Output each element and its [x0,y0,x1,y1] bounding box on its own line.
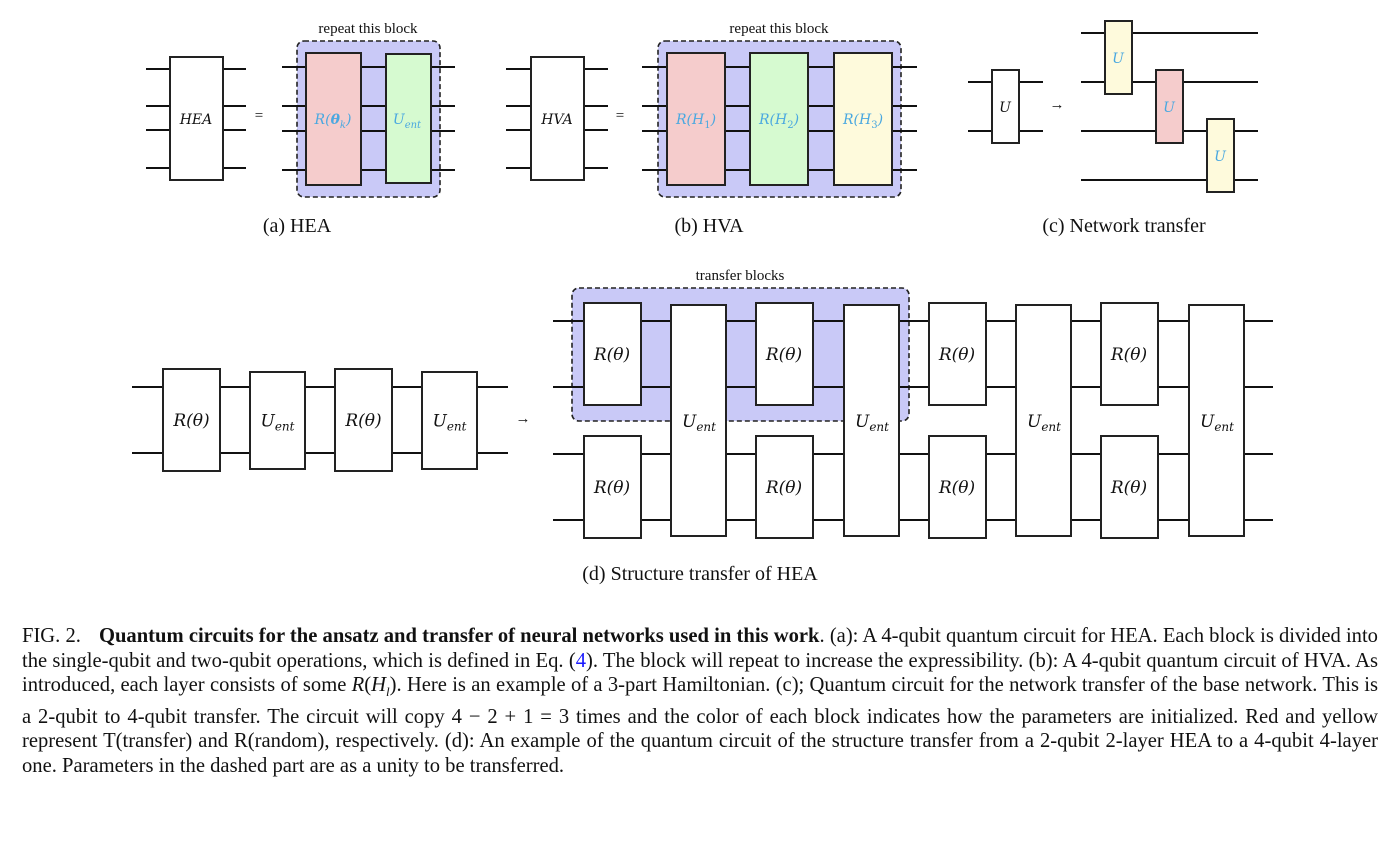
target-entangler-gate [843,304,900,537]
target-rotation-label: R(θ) [765,345,802,365]
hva-block [530,56,585,181]
panel-c: U → U U U (c) Network transfer [968,20,1258,237]
target-rotation-label: R(θ) [1110,478,1147,498]
target-rotation-label: R(θ) [1110,345,1147,365]
rotation-gate-a [305,52,362,186]
target-rotation-gate [583,302,642,406]
target-rotation-gate [928,302,987,406]
source-rotation-gate [334,368,393,472]
source-rotation-gate [162,368,221,472]
repeat-label-b: repeat this block [729,21,829,37]
source-rotation-label: R(θ) [344,411,381,431]
panel-a-caption: (a) HEA [263,215,332,237]
equals-sign-a: = [255,108,263,124]
copied-unitary-3-label: U [1214,149,1227,165]
copied-unitary-1-label: U [1112,51,1125,67]
hea-block [169,56,224,181]
target-rotation-gate [755,435,814,539]
hamiltonian-gate-3 [833,52,893,186]
target-rotation-label: R(θ) [765,478,802,498]
target-rotation-label: R(θ) [593,345,630,365]
target-entangler-gate [1188,304,1245,537]
panel-a: HEA = repeat this block R(θk) Uent (a) H… [146,21,455,237]
caption-math: R [351,674,365,697]
transfer-blocks-label: transfer blocks [696,268,785,284]
panel-d-caption: (d) Structure transfer of HEA [582,563,818,585]
entangler-gate-a [385,53,432,184]
hva-block-label: HVA [540,112,572,128]
caption-text-1: . (a): A 4-qubit quantum circuit for HEA… [22,625,1378,672]
hea-block-label: HEA [179,112,213,128]
hamiltonian-gate-2 [749,52,809,186]
source-entangler-gate [249,371,306,470]
transfer-arrow-c: → [1050,97,1065,113]
figure-canvas: HEA = repeat this block R(θk) Uent (a) H… [132,20,1273,585]
transfer-arrow-d: → [516,411,531,427]
base-unitary-label: U [999,100,1012,116]
target-rotation-gate [583,435,642,539]
base-unitary-gate [991,69,1020,144]
target-rotation-gate [928,435,987,539]
target-entangler-gate [670,304,727,537]
caption-math-rest: (Hl) [364,674,397,700]
figure-caption: FIG. 2. Quantum circuits for the ansatz a… [22,624,1378,779]
copied-unitary-1 [1104,20,1133,95]
target-rotation-label: R(θ) [593,478,630,498]
panel-b-caption: (b) HVA [674,215,744,237]
equals-sign-b: = [616,108,624,124]
equation-reference-link[interactable]: 4 [575,649,587,672]
target-rotation-label: R(θ) [938,345,975,365]
target-entangler-gate [1015,304,1072,537]
panel-b: HVA = repeat this block R(H1) R(H2) R(H3… [506,21,917,237]
copied-unitary-2-label: U [1163,100,1176,116]
caption-text-2: ). The block will repeat to increase the… [22,649,1378,697]
source-entangler-gate [421,371,478,470]
panel-c-caption: (c) Network transfer [1042,215,1206,237]
repeat-label-a: repeat this block [318,21,418,37]
caption-title: Quantum circuits for the ansatz and tran… [98,625,820,647]
hamiltonian-gate-1 [666,52,726,186]
copied-unitary-2 [1155,69,1184,144]
target-rotation-gate [1100,302,1159,406]
target-rotation-gate [1100,435,1159,539]
caption-text-3: . Here is an example of a 3-part Hamilto… [22,674,1378,778]
target-rotation-gate [755,302,814,406]
target-rotation-label: R(θ) [938,478,975,498]
figure-number: FIG. 2. [22,625,81,647]
source-rotation-label: R(θ) [172,411,209,431]
copied-unitary-3 [1206,118,1235,193]
